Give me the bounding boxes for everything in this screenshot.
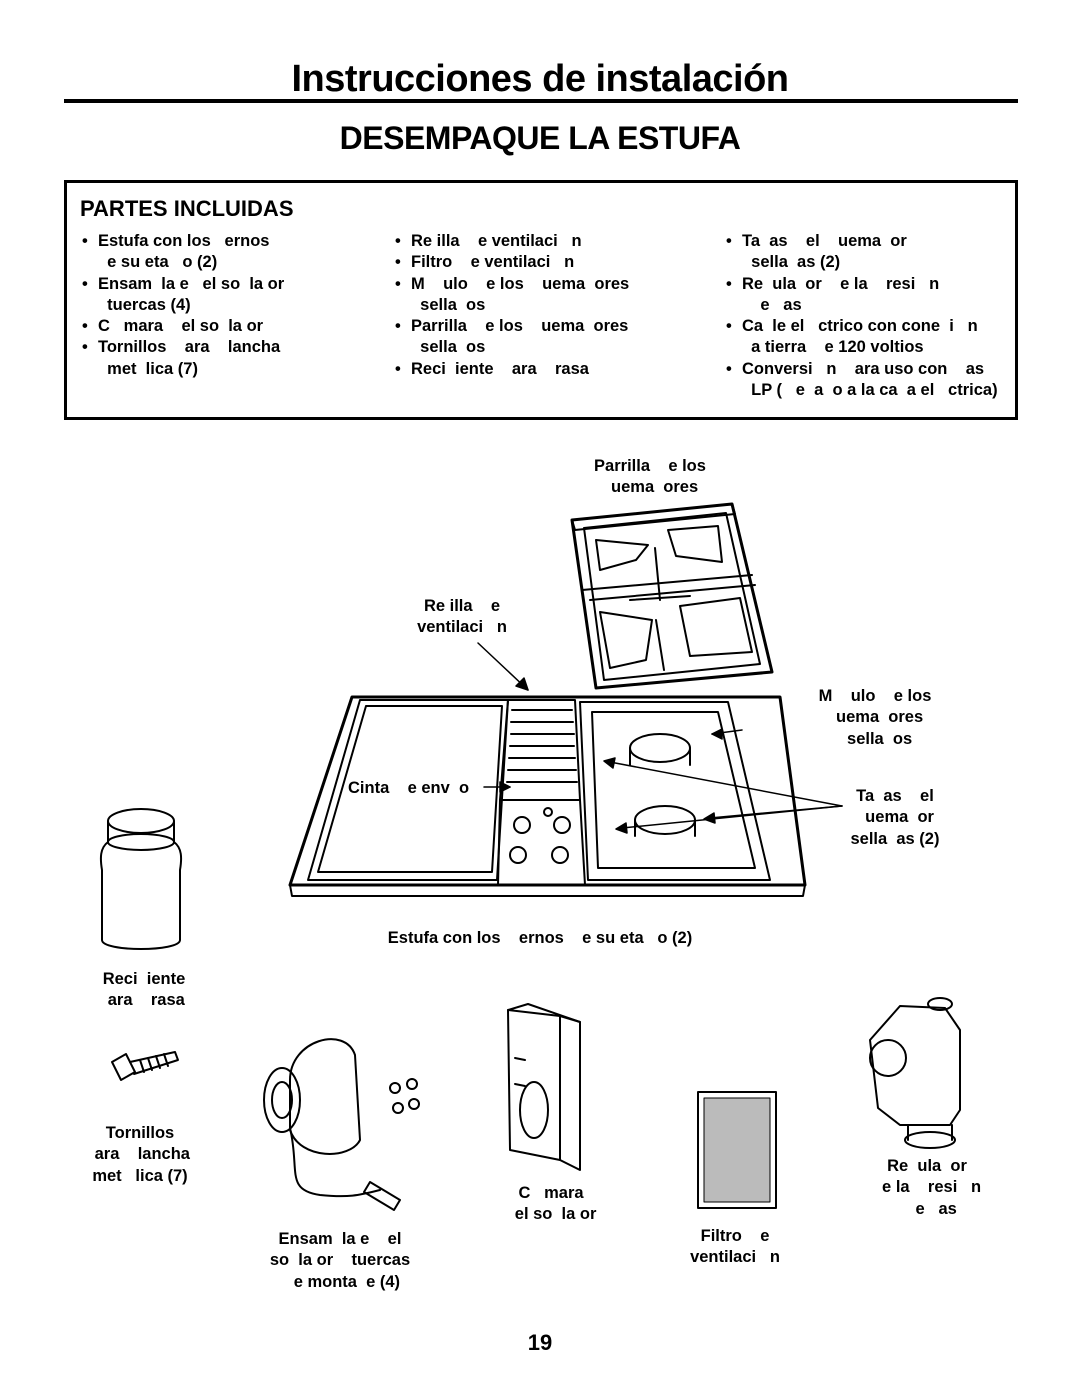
parts-list-item: Filtro e ventilaci n xyxy=(393,252,629,274)
filter-label: Filtro e ventilaci n xyxy=(690,1227,780,1267)
parts-heading: PARTES INCLUIDAS xyxy=(80,196,294,221)
section-title: DESEMPAQUE LA ESTUFA xyxy=(339,120,741,156)
parts-list-item: Re illa e ventilaci n xyxy=(393,231,629,253)
parts-list-item: Ta as el uema or sella as (2) xyxy=(724,231,998,274)
grease-jar-label: Reci iente ara rasa xyxy=(102,970,186,1010)
blower-label: Ensam la e el so la or tuercas e monta e… xyxy=(269,1230,411,1291)
burner-module-label: M ulo e los uema ores sella os xyxy=(818,687,932,748)
burner-grates-illustration xyxy=(570,502,774,690)
grease-jar-illustration xyxy=(99,808,183,950)
screws-label: Tornillos ara lancha met lica (7) xyxy=(92,1124,190,1185)
title-divider xyxy=(64,99,1018,103)
chamber-label: C mara el so la or xyxy=(514,1184,597,1224)
parts-included-box xyxy=(64,180,1018,420)
parts-list-item: M ulo e los uema ores sella os xyxy=(393,274,629,317)
blower-assembly-illustration xyxy=(263,1038,420,1211)
page-title: Instrucciones de instalación xyxy=(291,58,789,100)
regulator-label: Re ula or e la resi n e as xyxy=(882,1157,982,1218)
vent-filter-illustration xyxy=(697,1091,777,1209)
grates-label: Parrilla e los uema ores xyxy=(594,457,706,497)
pressure-regulator-illustration xyxy=(869,997,961,1149)
parts-column-2: Re illa e ventilaci n Filtro e ventilaci… xyxy=(393,231,629,380)
tape-label: Cinta e env o xyxy=(348,779,470,797)
blower-chamber-illustration xyxy=(507,1003,581,1171)
parts-list-item: C mara el so la or xyxy=(80,316,284,338)
vent-grille-label: Re illa e ventilaci n xyxy=(417,597,507,637)
parts-list-item: Tornillos ara lancha met lica (7) xyxy=(80,337,284,380)
parts-list-item: Ensam la e el so la or tuercas (4) xyxy=(80,274,284,317)
cooktop-label: Estufa con los ernos e su eta o (2) xyxy=(387,929,693,947)
burner-caps-label: Ta as el uema or sella as (2) xyxy=(850,787,940,848)
parts-column-3: Ta as el uema or sella as (2) Re ula or … xyxy=(724,231,998,401)
page-number: 19 xyxy=(527,1330,553,1355)
screw-illustration xyxy=(111,1051,179,1081)
parts-list-item: Ca le el ctrico con cone i n a tierra e … xyxy=(724,316,998,359)
parts-list-item: Re ula or e la resi n e as xyxy=(724,274,998,317)
leader-arrows xyxy=(477,642,843,834)
parts-column-1: Estufa con los ernos e su eta o (2) Ensa… xyxy=(80,231,284,380)
parts-list-item: Conversi n ara uso con as LP ( e a o a l… xyxy=(724,359,998,402)
parts-list-item: Parrilla e los uema ores sella os xyxy=(393,316,629,359)
cooktop-illustration xyxy=(288,695,807,897)
parts-list-item: Estufa con los ernos e su eta o (2) xyxy=(80,231,284,274)
parts-list-item: Reci iente ara rasa xyxy=(393,359,629,381)
